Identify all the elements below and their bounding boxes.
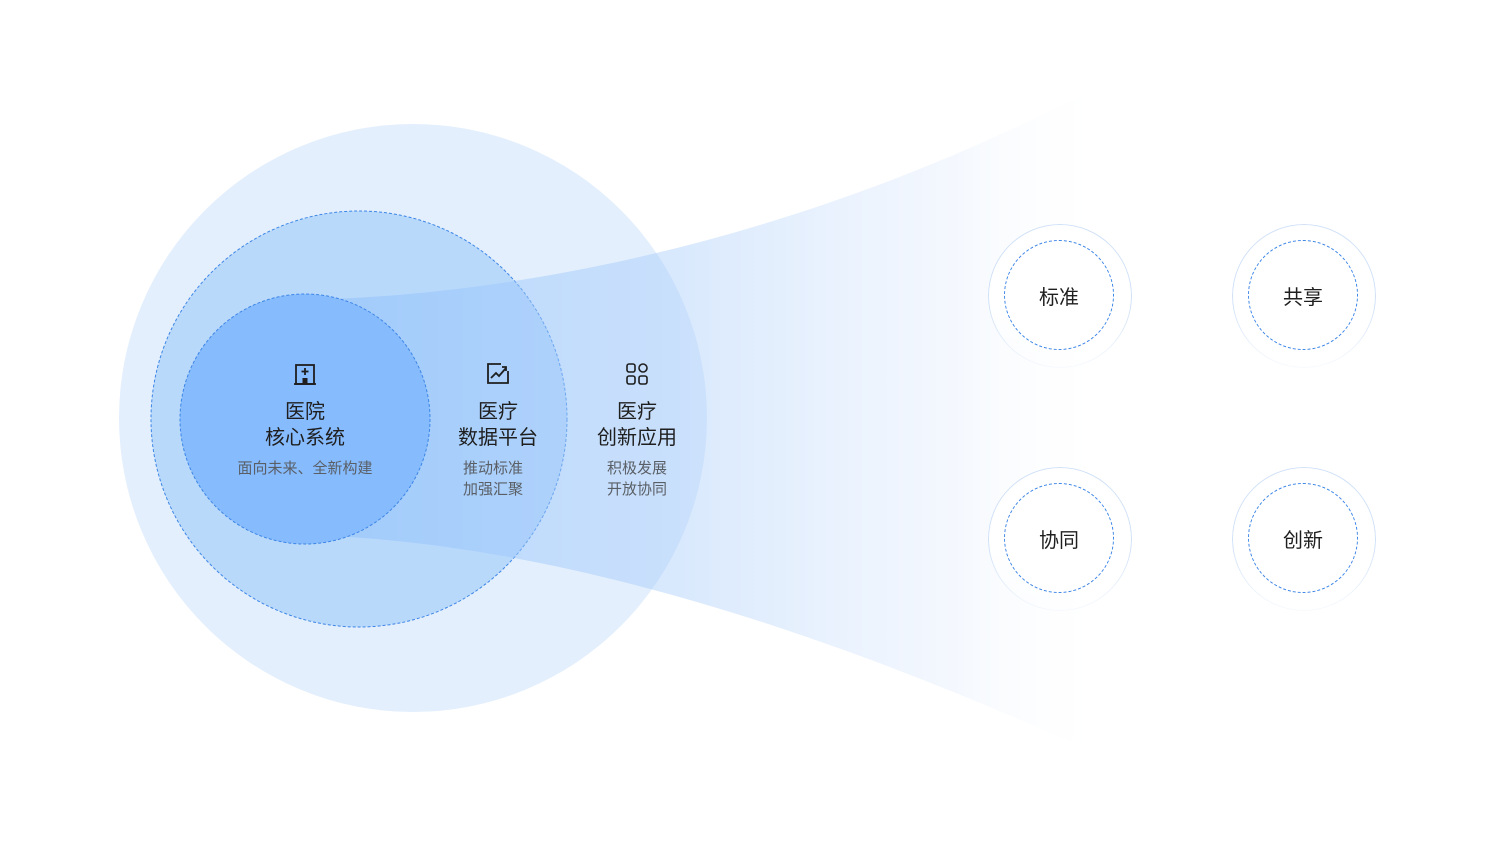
apps-subtitle-line2: 开放协同 — [606, 480, 667, 498]
value-ring-collaboration: 协同 — [988, 467, 1132, 611]
platform-subtitle: 推动标准 加强汇聚 — [448, 458, 538, 500]
trend-chart-icon — [487, 363, 509, 384]
platform-subtitle-line1: 推动标准 — [462, 459, 523, 477]
value-innovation: 创新 — [1283, 527, 1323, 552]
hospital-icon — [294, 364, 316, 385]
value-ring-innovation: 创新 — [1232, 467, 1376, 611]
ring-inner: 共享 — [1248, 240, 1358, 350]
platform-title-line1: 医疗 — [478, 399, 518, 423]
value-ring-sharing: 共享 — [1232, 224, 1376, 368]
core-title-line2: 核心系统 — [264, 425, 345, 449]
value-sharing: 共享 — [1283, 284, 1323, 309]
platform-subtitle-line2: 加强汇聚 — [462, 480, 523, 498]
platform-title-line2: 数据平台 — [458, 425, 538, 449]
core-system-label: 医院 核心系统 面向未来、全新构建 — [237, 398, 372, 479]
value-standard: 标准 — [1039, 284, 1079, 309]
ring-inner: 创新 — [1248, 483, 1358, 593]
funnel-shape — [300, 80, 1110, 760]
apps-subtitle-line1: 积极发展 — [606, 459, 667, 477]
apps-subtitle: 积极发展 开放协同 — [597, 458, 677, 500]
value-ring-standard: 标准 — [988, 224, 1132, 368]
apps-grid-icon — [626, 363, 648, 385]
ring-inner: 标准 — [1004, 240, 1114, 350]
data-platform-label: 医疗 数据平台 推动标准 加强汇聚 — [458, 398, 538, 500]
apps-title-line1: 医疗 — [617, 399, 657, 423]
apps-title-line2: 创新应用 — [597, 425, 677, 449]
core-subtitle: 面向未来、全新构建 — [237, 459, 373, 477]
innovation-apps-label: 医疗 创新应用 积极发展 开放协同 — [597, 398, 677, 500]
ring-inner: 协同 — [1004, 483, 1114, 593]
inner-circle — [179, 293, 431, 545]
value-collaboration: 协同 — [1039, 527, 1079, 552]
core-title-line1: 医院 — [284, 399, 325, 423]
